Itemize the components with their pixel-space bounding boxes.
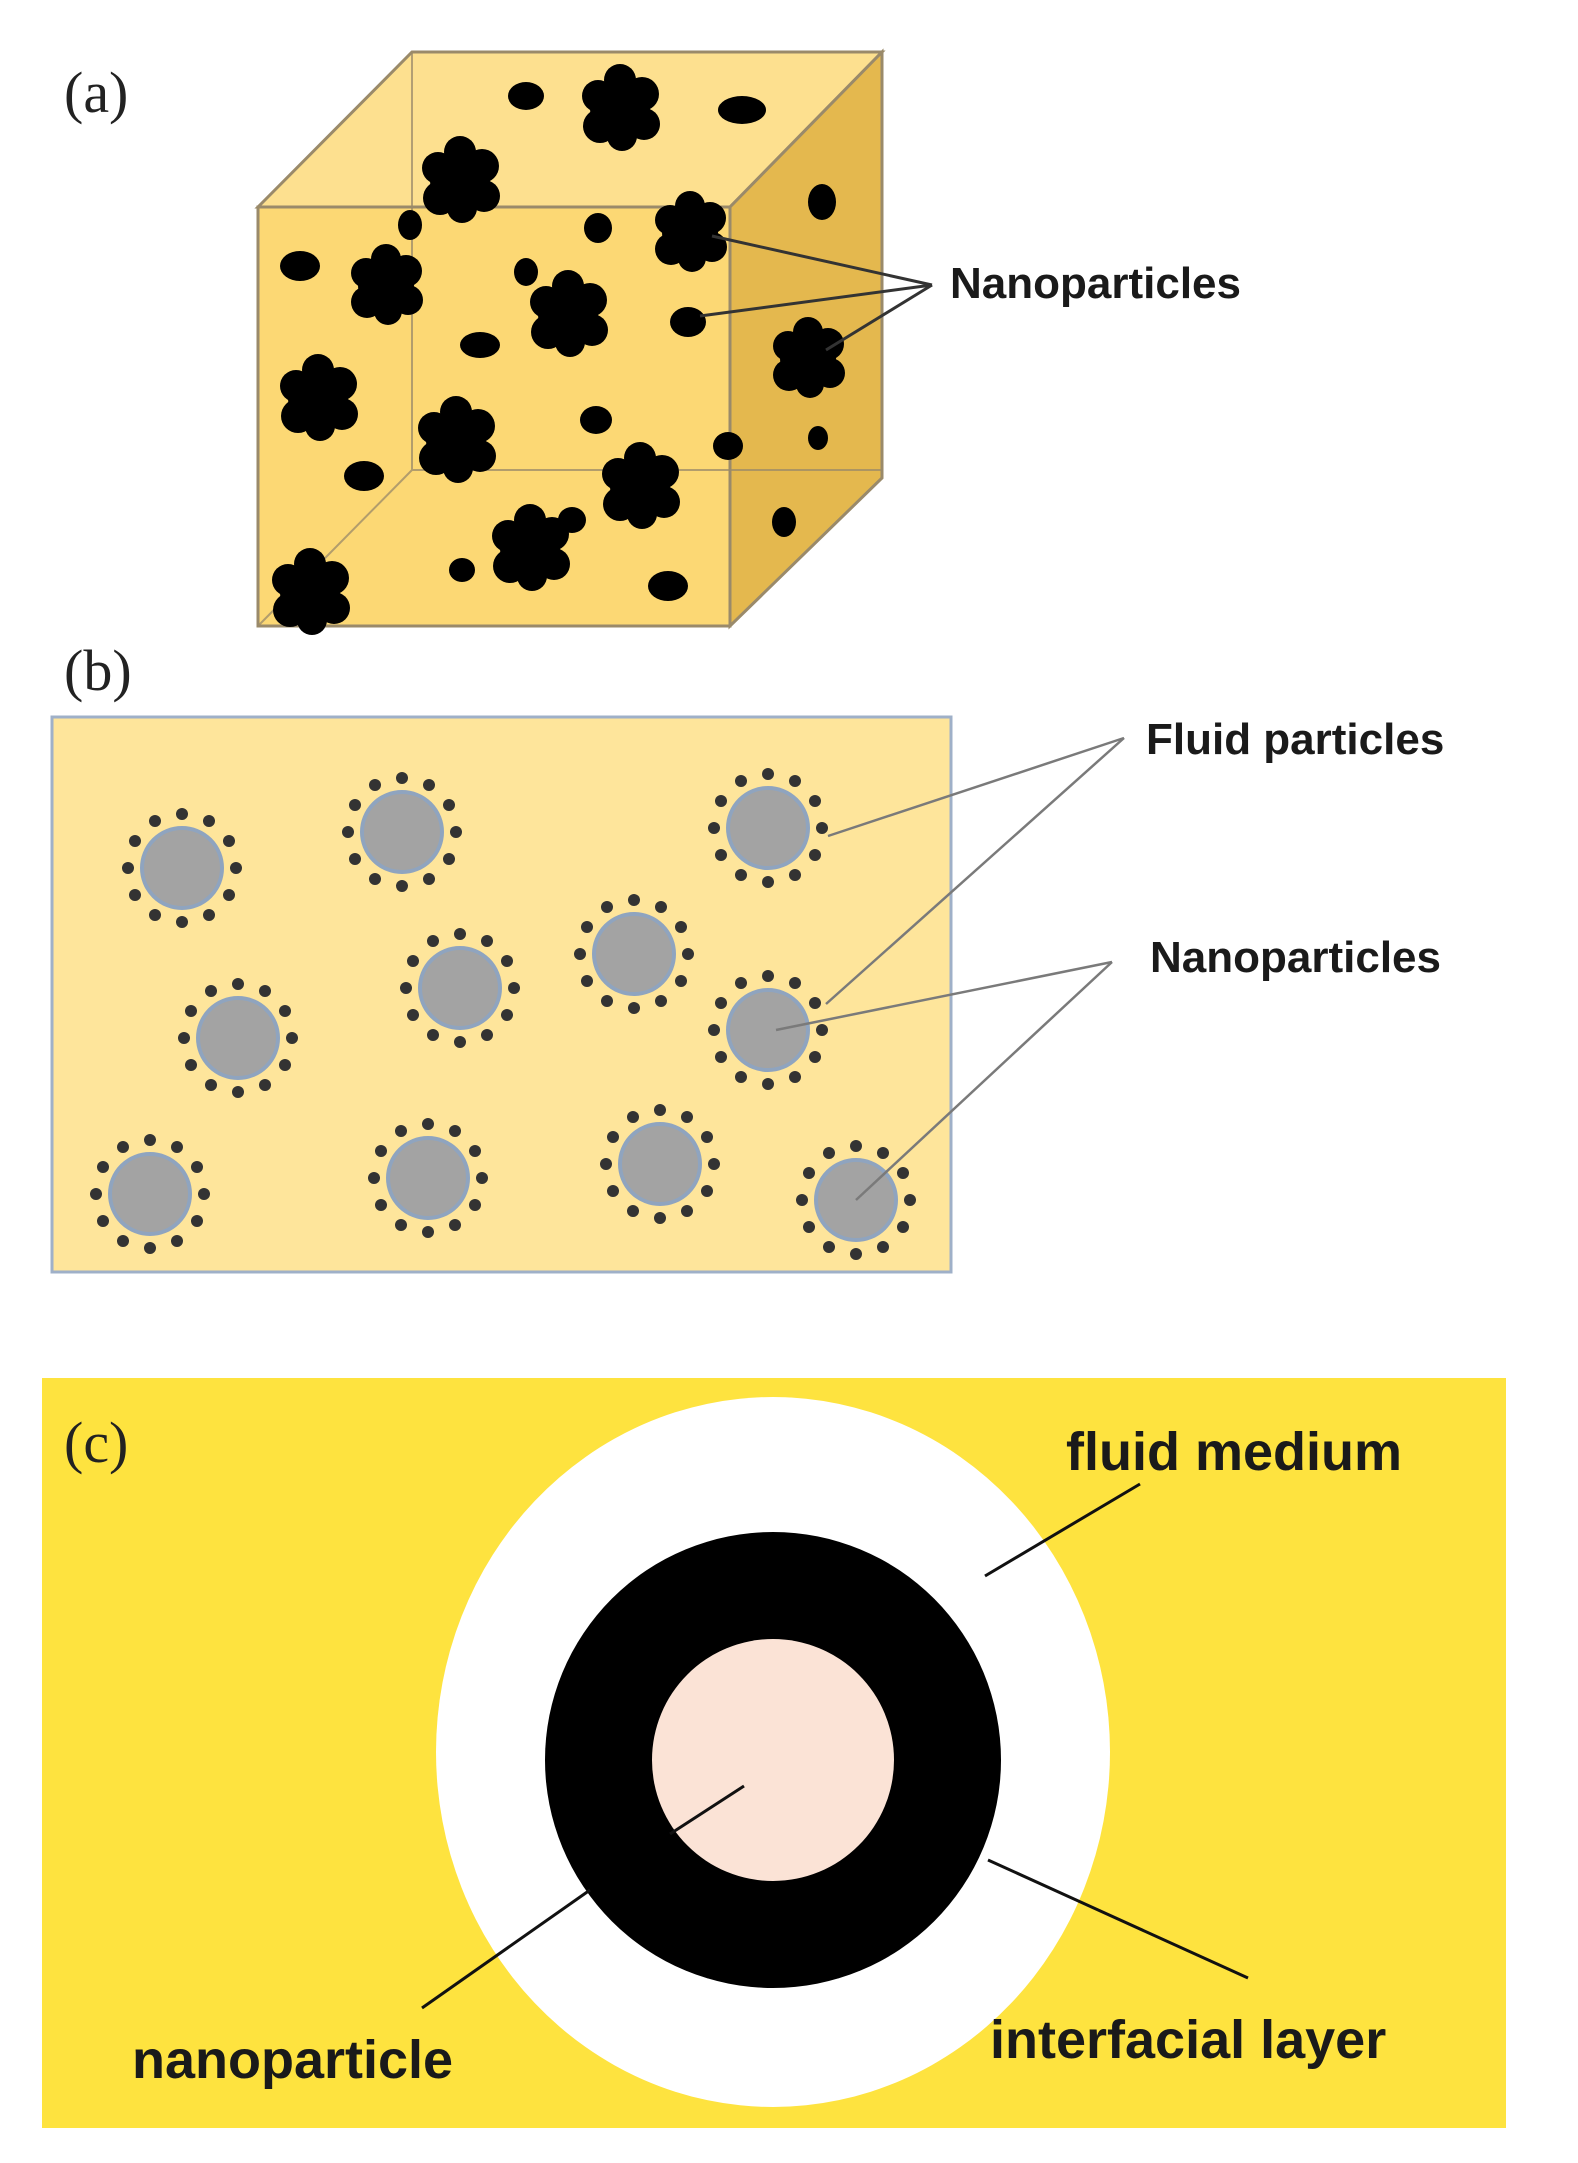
nanoparticle-core bbox=[652, 1639, 894, 1881]
coated-particle bbox=[178, 978, 298, 1098]
panel-a: (a) bbox=[64, 48, 1241, 635]
panel-c-leader-lines bbox=[421, 1482, 1249, 2010]
nanoparticles-label-a: Nanoparticles bbox=[950, 259, 1241, 308]
interfacial-layer-label: interfacial layer bbox=[990, 2010, 1386, 2070]
coated-particle bbox=[342, 772, 462, 892]
coated-particle bbox=[574, 894, 694, 1014]
coated-particle bbox=[600, 1104, 720, 1224]
coated-particle bbox=[708, 768, 828, 888]
nanoparticles-label-b: Nanoparticles bbox=[1150, 933, 1441, 982]
panel-b-tag: (b) bbox=[64, 638, 132, 703]
coated-nanoparticles bbox=[90, 768, 916, 1260]
coated-particle bbox=[708, 970, 828, 1090]
coated-particle bbox=[400, 928, 520, 1048]
coated-particle bbox=[90, 1134, 210, 1254]
fluid-medium-label: fluid medium bbox=[1066, 1422, 1402, 1482]
panel-c: (c) fluid medium nanoparticle interfacia… bbox=[42, 1378, 1506, 2128]
fluid-particles-label: Fluid particles bbox=[1146, 715, 1444, 764]
panel-b: (b) Fluid particles Nanoparticles bbox=[50, 638, 1444, 1274]
panel-c-tag: (c) bbox=[64, 1410, 128, 1475]
cube-nanoparticles-small bbox=[280, 82, 836, 601]
coated-particle bbox=[368, 1118, 488, 1238]
nanoparticle-label: nanoparticle bbox=[132, 2030, 453, 2090]
coated-particle bbox=[122, 808, 242, 928]
panel-b-callout-lines bbox=[775, 736, 1125, 1201]
panel-a-tag: (a) bbox=[64, 60, 128, 125]
cube-nanoparticles-large bbox=[272, 64, 845, 635]
panel-a-callout-lines bbox=[699, 234, 933, 352]
